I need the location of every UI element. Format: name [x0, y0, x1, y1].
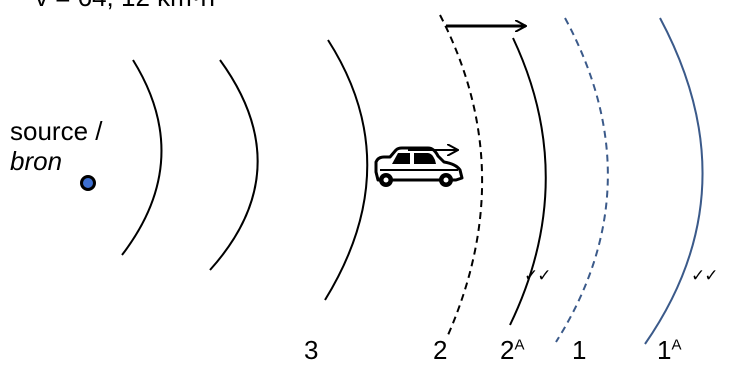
wave-label-2a-sup: A — [514, 336, 525, 354]
tick-marks-1a: ✓✓ — [691, 266, 718, 286]
source-label-line1: source / — [10, 116, 103, 146]
source-dot-icon — [80, 175, 96, 191]
wave-label-2: 2 — [433, 335, 448, 365]
velocity-main: v = 64, 12 km·h — [35, 0, 215, 12]
wave-label-1a-sup: A — [671, 336, 682, 354]
wave-label-2a: 2A — [500, 335, 524, 366]
source-label-line2: bron — [10, 146, 63, 176]
wavefront-2a — [509, 37, 547, 326]
velocity-text: v = 64, 12 km·h-1 — [35, 0, 228, 12]
wave-label-1a-main: 1 — [657, 335, 672, 365]
wave-label-3: 3 — [304, 335, 319, 365]
wavefront-1 — [121, 59, 163, 256]
car-icon — [374, 146, 464, 187]
wave-label-1: 1 — [572, 335, 587, 365]
wavefront-1-dashed — [555, 17, 609, 343]
source-label: source / bron — [10, 116, 103, 176]
wave-label-2a-main: 2 — [500, 335, 515, 365]
wavefront-1a — [644, 17, 704, 345]
wave-label-1a: 1A — [657, 335, 681, 366]
wavefront-2 — [209, 59, 259, 271]
wavefront-3 — [324, 39, 369, 301]
tick-marks-2a: ✓✓ — [524, 266, 551, 286]
